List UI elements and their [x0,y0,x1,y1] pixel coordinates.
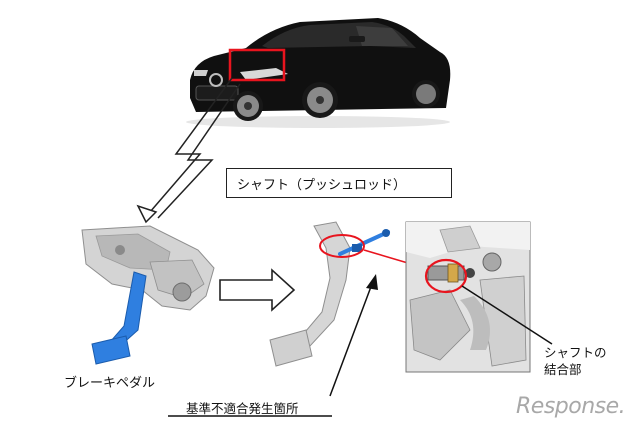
highlight-ellipse-shaft [319,234,365,258]
site-leader-line [329,283,373,397]
zoom-photo [405,221,531,373]
highlight-ellipse-joint [424,258,468,294]
highlight-box-car [228,48,286,82]
lightning-arrow [136,77,241,224]
response-watermark: Response. [516,394,626,419]
shaft-joint-label: シャフトの 結合部 [544,344,607,378]
pedal-with-shaft [269,221,390,367]
brake-pedal-label: ブレーキペダル [64,376,156,391]
nonconformity-site-label: 基準不適合発生箇所 [186,401,299,416]
joint-label-line2: 結合部 [544,362,582,377]
shaft-callout: シャフト（プッシュロッド） [226,168,452,198]
shaft-callout-text: シャフト（プッシュロッド） [237,177,407,193]
joint-label-line1: シャフトの [544,345,607,360]
car-illustration [186,18,451,128]
brake-pedal-assembly [81,225,215,365]
hollow-arrow-right [219,268,296,312]
joint-leader-line [461,285,553,345]
